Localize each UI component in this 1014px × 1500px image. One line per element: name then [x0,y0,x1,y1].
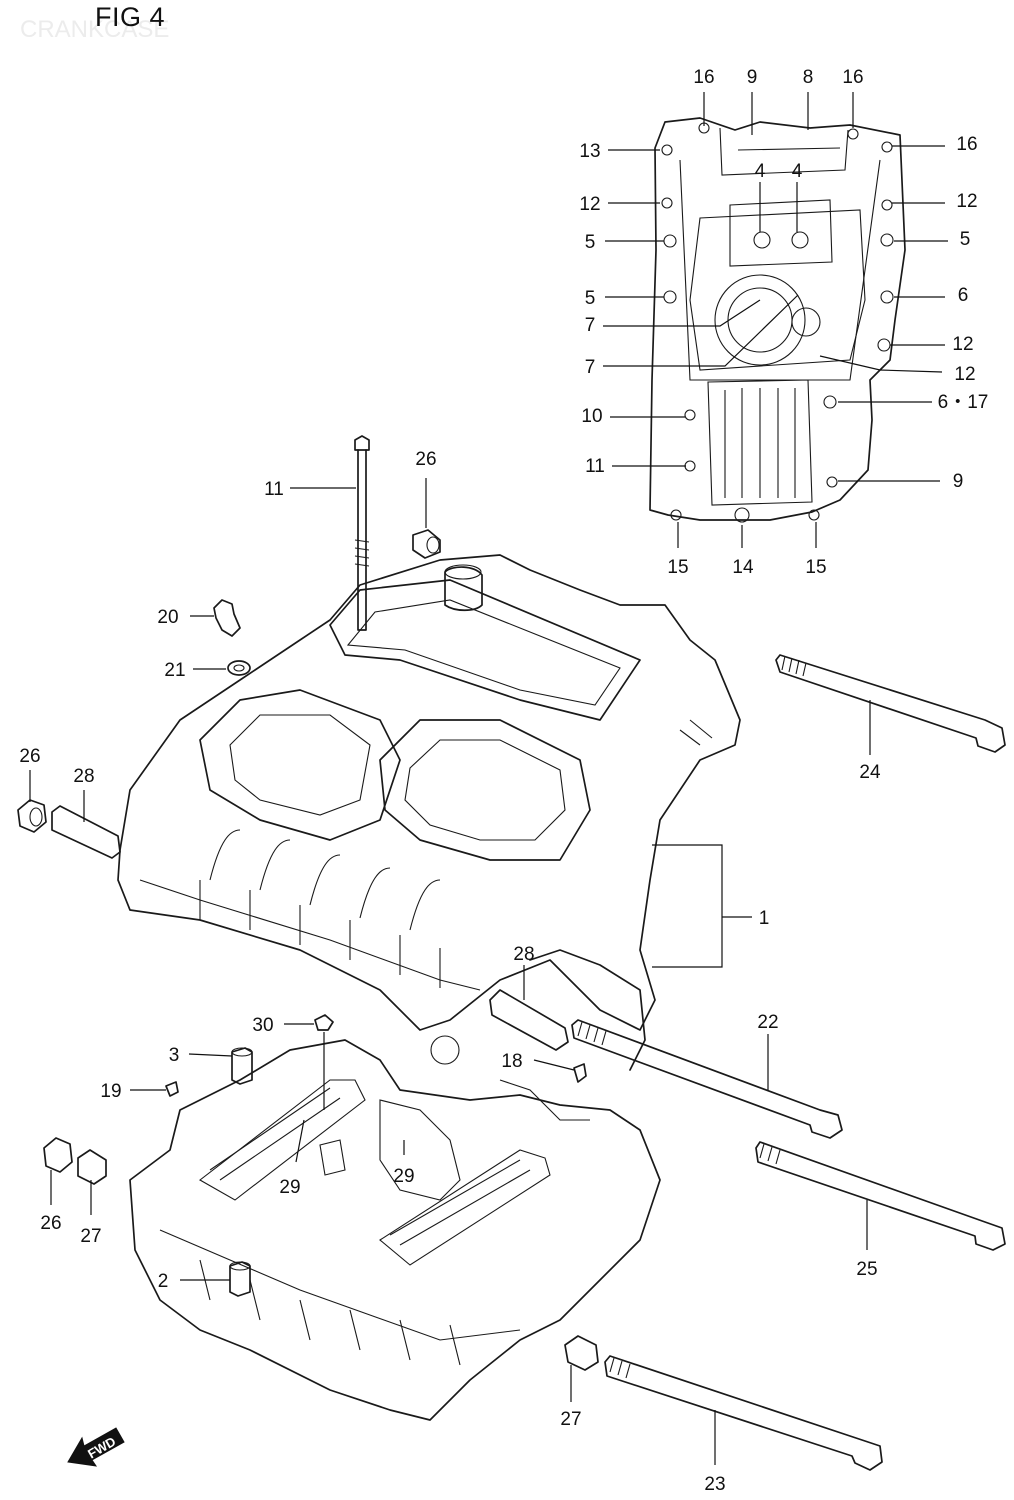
callout-label: 29 [279,1177,300,1198]
callout-label: 28 [513,944,534,965]
callout-label: 23 [704,1474,725,1495]
callout-label: 16 [842,67,863,88]
callout-labels: 16 9 8 16 13 16 4 4 12 12 5 5 5 6 7 12 7… [19,67,988,1495]
callout-label: 30 [252,1015,273,1036]
upper-crankcase-drawing [117,554,741,1071]
callout-label: 26 [415,449,436,470]
callout-label: 12 [579,194,600,215]
callout-label: 10 [581,406,602,427]
callout-label: 15 [805,557,826,578]
callout-label: 29 [393,1166,414,1187]
callout-label: 13 [579,141,600,162]
lower-crankcase-drawing [129,1039,661,1421]
callout-label: 9 [953,471,964,492]
callout-label: 6 [958,285,969,306]
figure-title: FIG 4 [95,2,166,32]
callout-label: 4 [792,161,803,182]
callout-label: 11 [585,456,605,477]
callout-label: 12 [956,191,977,212]
callout-label: 26 [40,1213,61,1234]
callout-label: 16 [693,67,714,88]
callout-label: 28 [73,766,94,787]
callout-label: 22 [757,1012,778,1033]
callout-label: 14 [732,557,754,578]
callout-label: 20 [157,607,178,628]
callout-label: 15 [667,557,688,578]
callout-label: 7 [585,315,596,336]
callout-label: 5 [585,232,596,253]
callout-label: 27 [80,1226,101,1247]
callout-label: 12 [952,334,973,355]
parts-drawing [17,435,1006,1471]
callout-label: 24 [859,762,881,783]
callout-label: 12 [954,364,975,385]
callout-label: 4 [755,161,766,182]
callout-label: 9 [747,67,758,88]
callout-label: 19 [100,1081,121,1102]
callout-label: 21 [164,660,185,681]
callout-label: 25 [856,1259,877,1280]
callout-label: 5 [960,229,971,250]
callout-label: 18 [501,1051,522,1072]
callout-label: 1 [759,908,770,929]
callout-label: 6・17 [938,392,989,413]
callout-label: 11 [264,479,284,500]
callout-label: 16 [956,134,977,155]
figure-subtitle: CRANKCASE [20,16,170,43]
leader-lines [29,92,948,1465]
callout-label: 7 [585,357,596,378]
callout-label: 2 [158,1271,169,1292]
callout-label: 26 [19,746,40,767]
callout-label: 27 [560,1409,581,1430]
callout-label: 8 [803,67,814,88]
fwd-arrow-icon: FWD [67,1427,125,1467]
lower-crankcase-cover-drawing [649,117,906,523]
callout-label: 3 [169,1045,180,1066]
callout-label: 5 [585,288,596,309]
